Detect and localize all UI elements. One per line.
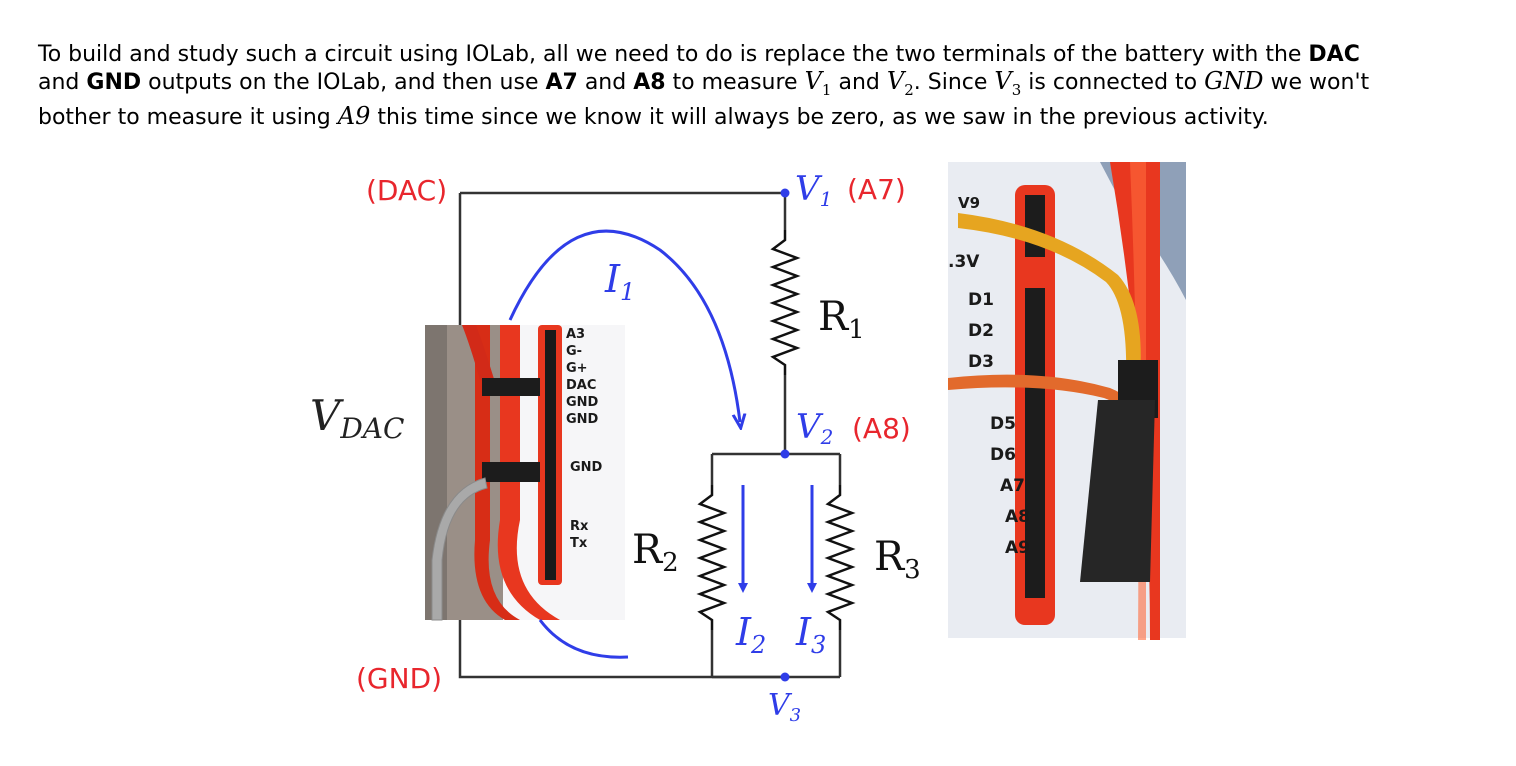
label-a8: (A8) bbox=[852, 412, 911, 445]
pin-label-g-plus: G+ bbox=[566, 361, 588, 376]
label-i3: I3 bbox=[795, 610, 826, 659]
pin-label-d3: D3 bbox=[968, 352, 994, 372]
text-run: bother to measure it using bbox=[38, 104, 338, 130]
pin-label-d5: D5 bbox=[990, 414, 1016, 434]
current-return-arc bbox=[538, 619, 629, 659]
math-v3: V3 bbox=[994, 67, 1022, 99]
text-run: and bbox=[831, 70, 887, 95]
intro-paragraph: To build and study such a circuit using … bbox=[38, 42, 1478, 131]
bold-gnd: GND bbox=[86, 70, 142, 95]
pin-label-gnd-3: GND bbox=[570, 460, 603, 475]
pin-label-a8: A8 bbox=[1005, 507, 1030, 527]
bold-a8: A8 bbox=[633, 70, 666, 95]
pin-label-a9: A9 bbox=[1005, 538, 1030, 558]
wire-top bbox=[460, 191, 787, 230]
label-v3: V3 bbox=[768, 688, 801, 726]
resistor-r3 bbox=[824, 485, 856, 630]
pin-label-a3: A3 bbox=[566, 327, 585, 342]
label-r3: R3 bbox=[874, 534, 921, 585]
pin-label-d6: D6 bbox=[990, 445, 1016, 465]
bold-dac: DAC bbox=[1308, 42, 1360, 67]
label-gnd: (GND) bbox=[356, 662, 442, 695]
node-v1-dot bbox=[780, 188, 790, 198]
text-run: . Since bbox=[913, 70, 995, 95]
label-r2: R2 bbox=[632, 527, 679, 578]
text-run: and bbox=[38, 70, 87, 95]
text-run: this time since we know it will always b… bbox=[370, 104, 1269, 130]
resistor-r2 bbox=[696, 485, 728, 630]
pin-label-tx: Tx bbox=[570, 536, 588, 551]
text-run: we won't bbox=[1263, 70, 1370, 95]
label-v1: V1 bbox=[795, 169, 832, 211]
text-run: and bbox=[577, 70, 634, 95]
pin-label-dac: DAC bbox=[566, 378, 596, 393]
pin-label-a7: A7 bbox=[1000, 476, 1025, 496]
current-i1-arc bbox=[508, 229, 740, 422]
pin-label-d2: D2 bbox=[968, 321, 994, 341]
label-v2: V2 bbox=[796, 407, 833, 449]
pin-label-3v3: .3V bbox=[948, 252, 980, 272]
pin-label-d1: D1 bbox=[968, 290, 994, 310]
math-v1: V1 bbox=[804, 67, 832, 99]
node-v3-dot bbox=[780, 672, 790, 682]
pin-label-gnd-1: GND bbox=[566, 395, 599, 410]
text-run: to measure bbox=[665, 70, 805, 95]
paragraph-line-1: To build and study such a circuit using … bbox=[38, 42, 1478, 68]
label-i2: I2 bbox=[735, 610, 766, 659]
paragraph-line-3: bother to measure it using A9 this time … bbox=[38, 103, 1478, 131]
label-dac: (DAC) bbox=[366, 174, 447, 207]
resistor-r1 bbox=[769, 230, 801, 375]
pin-label-rx: Rx bbox=[570, 519, 589, 534]
math-a9: A9 bbox=[337, 101, 371, 130]
text-run: is connected to bbox=[1021, 70, 1205, 95]
text-run: outputs on the IOLab, and then use bbox=[141, 70, 546, 95]
label-i1: I1 bbox=[604, 257, 635, 306]
node-v2-dot bbox=[780, 449, 790, 459]
bold-a7: A7 bbox=[545, 70, 578, 95]
pin-label-top-partial: V9 bbox=[958, 194, 980, 212]
label-vdac: VDAC bbox=[310, 391, 404, 445]
text-run: To build and study such a circuit using … bbox=[38, 42, 1309, 67]
label-a7: (A7) bbox=[847, 173, 906, 206]
math-gnd: GND bbox=[1204, 67, 1264, 95]
pin-label-g-minus: G- bbox=[566, 344, 582, 359]
math-v2: V2 bbox=[886, 67, 914, 99]
iolab-photo-left: A3 G- G+ DAC GND GND GND Rx Tx bbox=[425, 325, 625, 621]
paragraph-line-2: and GND outputs on the IOLab, and then u… bbox=[38, 68, 1478, 103]
pin-label-gnd-2: GND bbox=[566, 412, 599, 427]
label-r1: R1 bbox=[818, 294, 865, 345]
iolab-photo-right: V9 .3V D1 D2 D3 D5 D6 A7 A8 A9 bbox=[948, 162, 1186, 640]
